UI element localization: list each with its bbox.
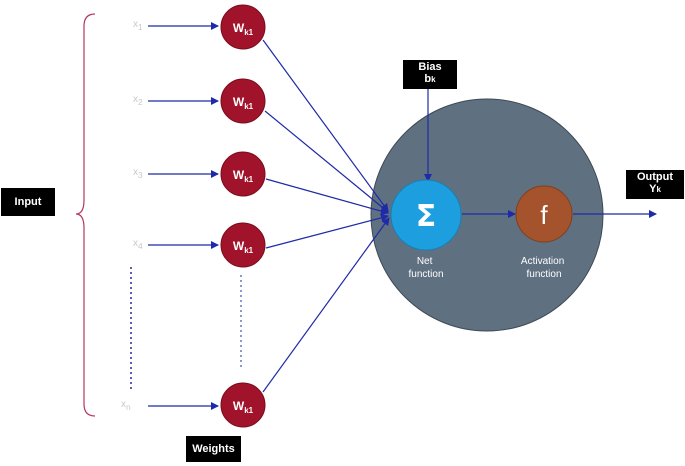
- input-brace: [75, 13, 96, 417]
- weight-node-4: Wk1: [220, 222, 266, 268]
- sigma-symbol: Σ: [416, 199, 437, 234]
- weight-node-5: Wk1: [220, 382, 266, 428]
- weight-arrows: [262, 39, 390, 393]
- net-function-label: Net function: [408, 256, 443, 280]
- activation-function-label: Activation function: [521, 256, 567, 280]
- activation-symbol: f: [540, 200, 548, 230]
- svg-text:Wk1: Wk1: [233, 399, 254, 415]
- weight-node-3: Wk1: [220, 151, 266, 197]
- svg-text:Wk1: Wk1: [233, 168, 254, 184]
- output-title: Output: [636, 171, 674, 183]
- svg-text:Wk1: Wk1: [233, 95, 254, 111]
- bias-symbol: bk: [424, 73, 436, 85]
- bias-title: Bias: [418, 61, 442, 73]
- output-label: Output Yk: [626, 170, 684, 199]
- input-xn: xn: [121, 399, 131, 412]
- input-x4: x4: [133, 238, 143, 251]
- weight-node-1: Wk1: [220, 4, 266, 50]
- neuron-body: [370, 98, 604, 332]
- weight-node-2: Wk1: [220, 78, 266, 124]
- input-arrows: [148, 22, 219, 410]
- activation-node: f: [515, 185, 573, 243]
- svg-text:Wk1: Wk1: [233, 21, 254, 37]
- input-x3: x3: [133, 167, 143, 180]
- output-symbol: Yk: [649, 183, 661, 195]
- sum-node: Σ: [390, 179, 462, 251]
- input-x1: x1: [133, 19, 143, 32]
- svg-text:Wk1: Wk1: [233, 239, 254, 255]
- input-label: Input: [1, 188, 55, 216]
- weights-label: Weights: [186, 436, 241, 462]
- bias-label: Bias bk: [403, 60, 457, 89]
- input-x2: x2: [133, 94, 143, 107]
